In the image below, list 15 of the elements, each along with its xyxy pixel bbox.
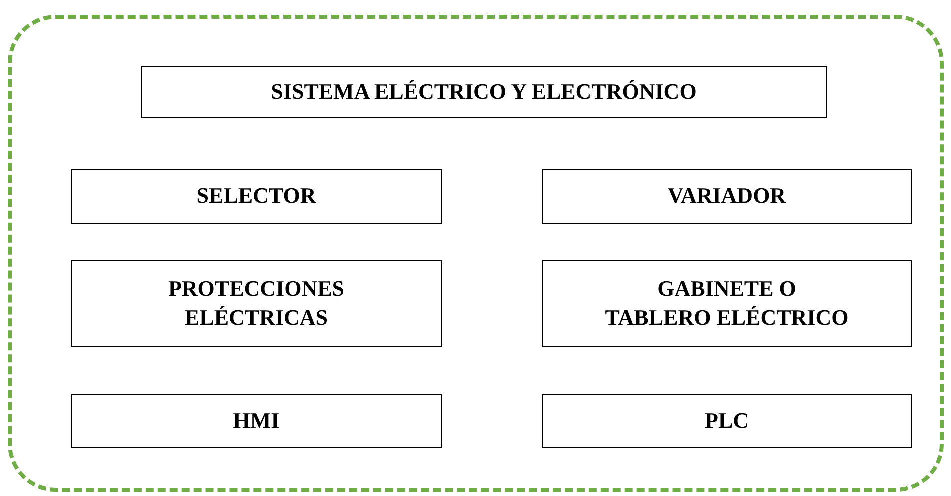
- box-label: PLC: [704, 406, 750, 435]
- label-box: [542, 260, 912, 347]
- box-label: VARIADOR: [666, 182, 788, 210]
- label-box: [542, 169, 912, 224]
- box-label: HMI: [232, 406, 281, 435]
- box-label: SELECTOR: [196, 182, 318, 210]
- label-box: [71, 169, 442, 224]
- label-box: [71, 394, 442, 448]
- label-box: [141, 66, 827, 118]
- box-label: PROTECCIONES ELÉCTRICAS: [167, 274, 346, 332]
- box-label: GABINETE O TABLERO ELÉCTRICO: [604, 274, 850, 332]
- box-label: SISTEMA ELÉCTRICO Y ELECTRÓNICO: [270, 78, 698, 106]
- dashed-frame: [8, 15, 944, 492]
- label-box: [542, 394, 912, 448]
- label-box: [71, 260, 442, 347]
